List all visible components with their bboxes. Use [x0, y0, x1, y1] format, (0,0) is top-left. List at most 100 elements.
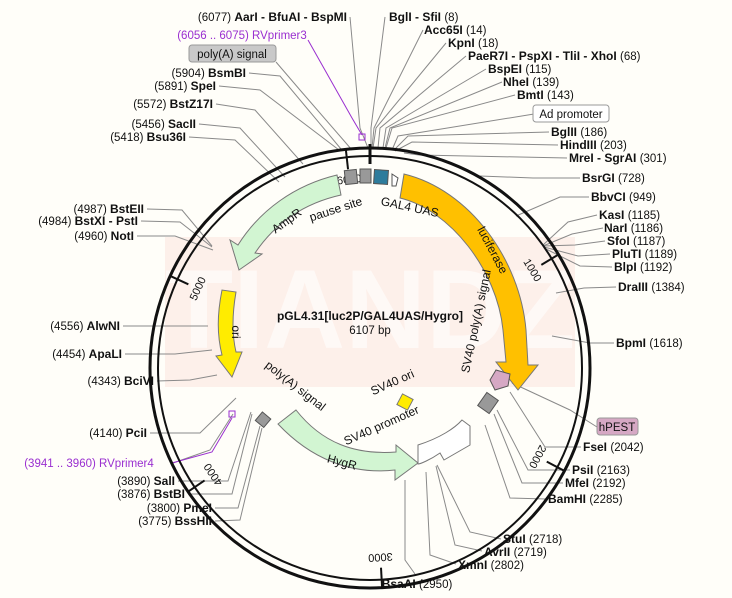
site-name: SalI: [154, 474, 175, 488]
site-position: (18): [478, 38, 499, 50]
site-name: AlwNI: [87, 319, 120, 333]
site-label: (4343) BciVI: [88, 374, 154, 388]
site-name: NotI: [111, 229, 134, 243]
pause-site-box-2: [359, 168, 372, 184]
sv40-polya-box: [476, 391, 500, 415]
site-label: FseI (2042): [583, 440, 644, 454]
leader-nhei: [384, 81, 503, 149]
site-label: NheI (139): [503, 75, 559, 89]
tick-mark: [344, 149, 350, 170]
leader-nari: [542, 227, 604, 247]
site-name: BspEI: [488, 62, 525, 76]
site-name: MreI - SgrAI: [569, 151, 640, 165]
site-label: (4984) BstXI - PstI: [38, 214, 138, 228]
leader-aari: [349, 16, 369, 149]
leader-bsaai: [404, 480, 416, 575]
site-name: PciI: [126, 426, 147, 440]
site-label: BsaAI (2950): [382, 577, 453, 591]
site-position: (4343): [88, 376, 124, 388]
site-position: (1618): [649, 338, 682, 350]
site-label: (5418) Bsu36I: [110, 130, 186, 144]
site-name: FseI: [583, 440, 610, 454]
site-label: (5891) SpeI: [154, 79, 216, 93]
site-label: (4556) AlwNI: [50, 319, 120, 333]
site-name: BstEII: [110, 202, 144, 216]
leader-paer7i: [377, 55, 467, 149]
site-label: XmnI (2802): [458, 558, 524, 572]
site-label: PluTI (1189): [612, 247, 677, 261]
leader-bsteii: [146, 208, 213, 247]
site-label: (4960) NotI: [74, 229, 134, 243]
site-label: (3890) SalI: [117, 474, 175, 488]
site-name: HindIII: [560, 138, 600, 152]
leader-draiii: [555, 286, 617, 294]
rvprimer4-leader: [171, 417, 233, 464]
ad-promoter-box-label: Ad promoter: [539, 109, 602, 121]
site-label: DraIII (1384): [618, 280, 685, 294]
ad-promoter-marker: [391, 173, 399, 187]
site-name: BstZ17I: [170, 97, 213, 111]
site-position: (186): [580, 127, 607, 139]
tick-mark: [540, 253, 559, 266]
features: [215, 133, 540, 481]
site-label: PsiI (2163): [572, 463, 630, 477]
site-name: BssHII: [175, 514, 212, 528]
pause-site-box-1: [343, 168, 359, 186]
site-label: KpnI (18): [448, 36, 499, 50]
site-name: ApaLI: [89, 347, 122, 361]
leader-noti: [137, 235, 214, 251]
site-position: (3890): [117, 476, 153, 488]
site-position: (203): [600, 140, 627, 152]
leader-avrii: [435, 465, 483, 552]
site-label: StuI (2718): [503, 532, 562, 546]
site-label: MreI - SgrAI (301): [569, 151, 667, 165]
site-label: (3800) PmeI: [147, 501, 212, 515]
leader-pcii: [150, 397, 237, 434]
site-position: (728): [618, 173, 645, 185]
site-position: (143): [547, 90, 574, 102]
leader-bgli: [370, 16, 386, 148]
site-position: (2718): [529, 534, 562, 546]
site-position: (68): [620, 51, 641, 63]
site-name: PaeR7I - PspXI - TliI - XhoI: [468, 49, 620, 63]
site-position: (5891): [154, 81, 190, 93]
leader-bsu36i: [188, 136, 280, 183]
leader-hindiii: [394, 141, 559, 152]
site-label: (3876) BstBI: [117, 487, 185, 501]
site-label: (4987) BstEII: [74, 202, 144, 216]
site-position: (1186): [631, 223, 664, 235]
site-name: BbvCI: [591, 190, 629, 204]
leader-adprom: [391, 113, 535, 151]
site-position: (2192): [592, 478, 625, 490]
site-label: (3775) BssHII: [138, 514, 212, 528]
leader-bsmbi: [248, 72, 342, 150]
leader-sacii: [198, 123, 286, 178]
site-name: BciVI: [124, 374, 154, 388]
site-name: AvrII: [484, 545, 514, 559]
site-name: PmeI: [183, 501, 212, 515]
site-name: BglII: [551, 125, 580, 139]
site-name: NheI: [503, 75, 532, 89]
site-name: BstBI: [154, 487, 185, 501]
site-position: (1187): [633, 236, 666, 248]
site-position: (949): [629, 192, 656, 204]
site-name: BmtI: [517, 88, 547, 102]
site-label: KasI (1185): [599, 208, 660, 222]
site-label: BglI - SfiI (8): [389, 10, 459, 24]
site-position: (4960): [74, 231, 110, 243]
site-label: BmtI (143): [517, 88, 574, 102]
site-position: (115): [525, 64, 551, 76]
site-position: (5418): [110, 132, 146, 144]
site-name: DraIII: [618, 280, 651, 294]
leader-bamhi: [484, 424, 547, 500]
site-position: (4556): [50, 321, 86, 333]
site-position: (4984): [38, 216, 74, 228]
leader-rvprimer4: [172, 413, 234, 464]
site-label: BspEI (115): [488, 62, 552, 76]
leader-kpni: [372, 42, 447, 149]
site-name: Acc65I: [424, 23, 466, 37]
site-position: (2042): [610, 442, 643, 454]
site-name: KpnI: [448, 36, 478, 50]
site-name: SfoI: [607, 234, 633, 248]
